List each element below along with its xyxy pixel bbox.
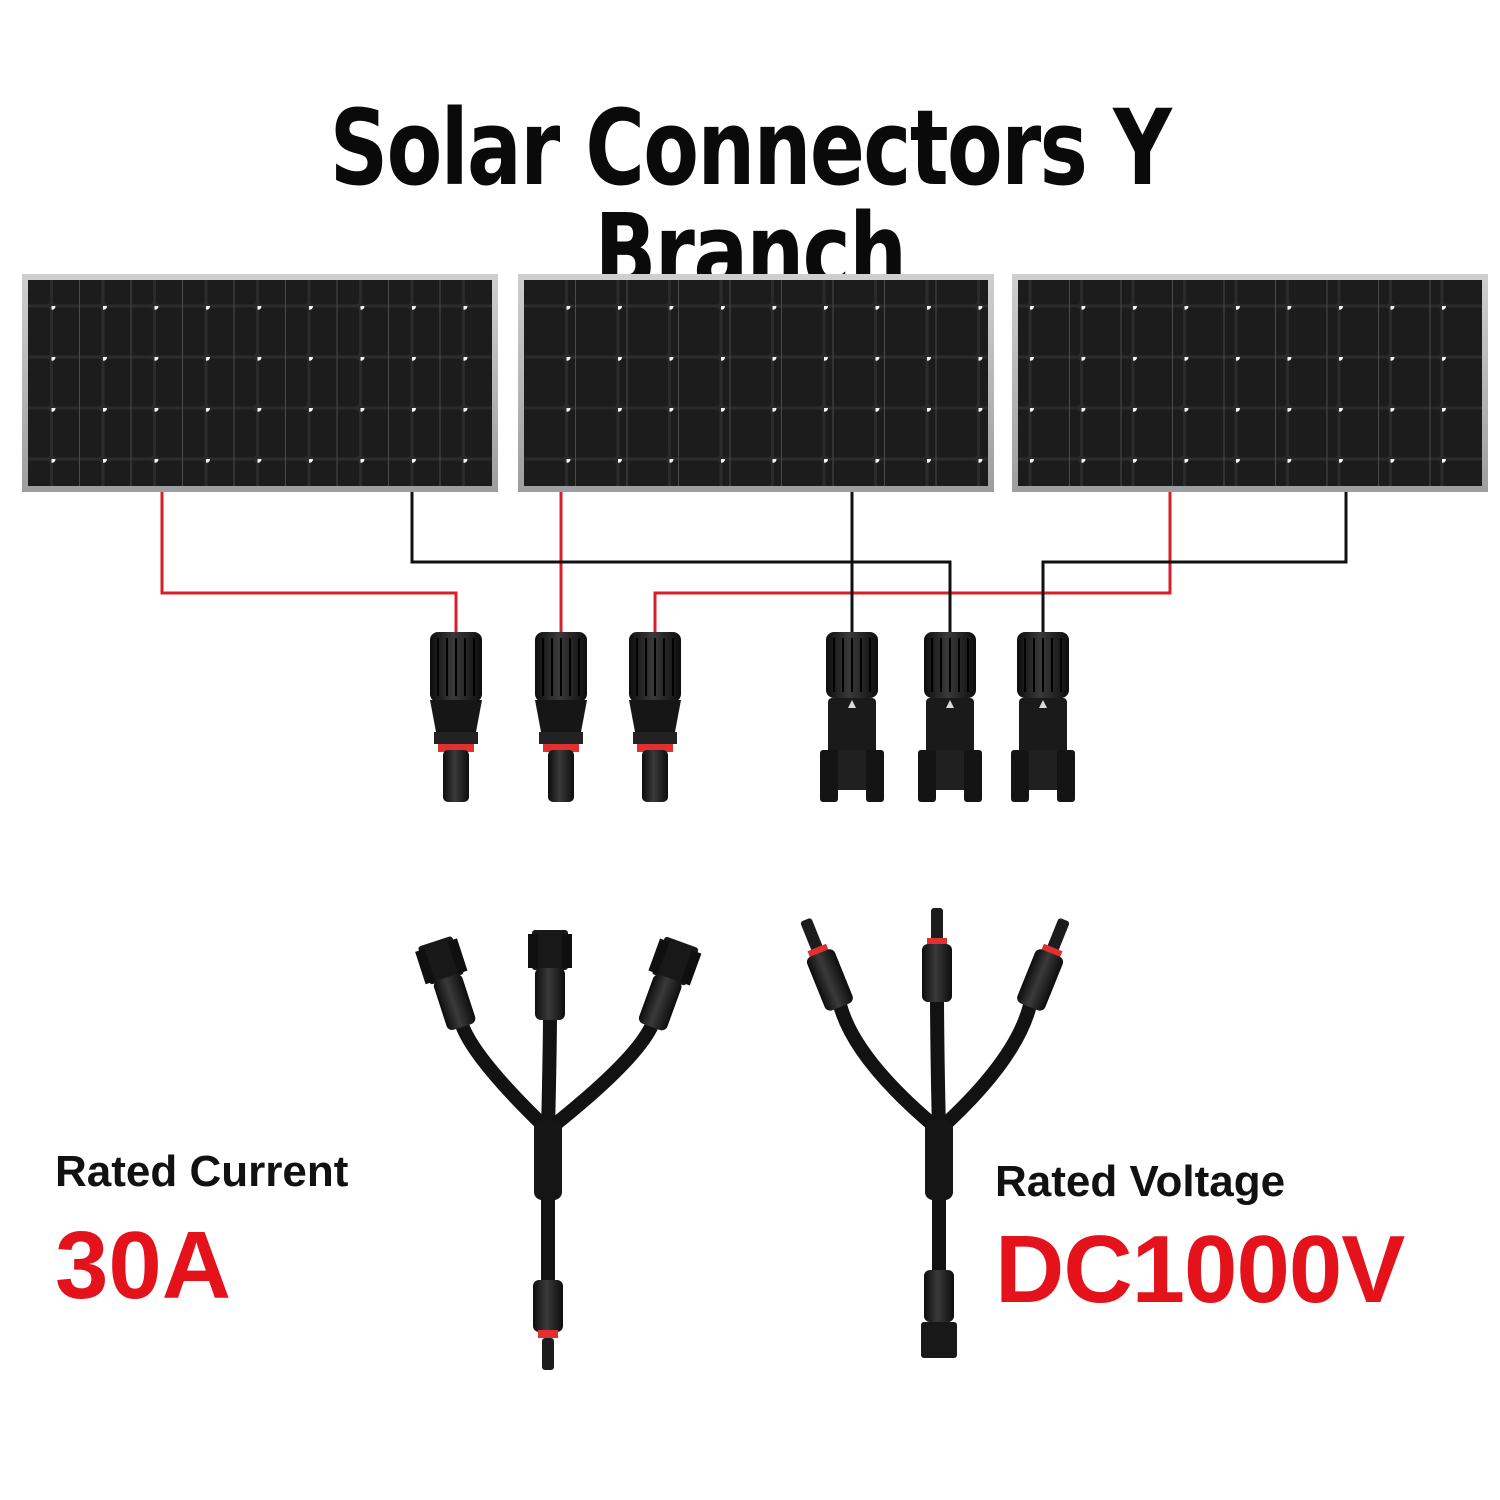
branch-female-connector <box>528 930 572 1020</box>
y-branch-cable-male <box>800 908 1070 1358</box>
male-connector <box>1011 632 1075 802</box>
male-connector <box>918 632 982 802</box>
cable-branch <box>541 1011 557 1137</box>
solar-panels <box>22 274 1488 492</box>
y-junction <box>925 1120 953 1200</box>
solar-panel-2 <box>518 274 994 492</box>
female-connector <box>629 632 681 802</box>
page-title: Solar Connectors Y Branch <box>329 87 1172 313</box>
branch-male-connector <box>1017 918 1070 1011</box>
rated-voltage-value: DC1000V <box>995 1216 1405 1323</box>
branch-female-connector <box>415 936 476 1030</box>
negative-wire <box>410 492 952 636</box>
cable-branch <box>541 1018 659 1137</box>
cable-branch <box>930 993 946 1137</box>
cable-branch <box>932 998 1037 1137</box>
y-junction <box>534 1120 562 1200</box>
branch-female-connector <box>638 936 702 1031</box>
solar-panel-3 <box>1012 274 1488 492</box>
negative-wire <box>1041 492 1348 636</box>
branch-male-connector <box>922 908 952 1002</box>
trunk-female-connector <box>921 1270 957 1358</box>
positive-wire <box>653 492 1172 636</box>
rated-current-value: 30A <box>55 1212 232 1319</box>
male-connector <box>820 632 884 802</box>
y-branch-cables <box>415 908 1070 1370</box>
female-connector <box>535 632 587 802</box>
mc4-connectors <box>430 632 1075 802</box>
trunk-male-connector <box>533 1280 563 1370</box>
positive-wire <box>160 492 458 636</box>
solar-panel-1 <box>22 274 498 492</box>
female-connector <box>430 632 482 802</box>
y-branch-cable-female <box>415 930 702 1370</box>
wiring <box>160 492 1348 636</box>
cable-branch <box>455 1018 555 1137</box>
branch-male-connector <box>800 918 853 1011</box>
rated-current-label: Rated Current <box>55 1147 349 1196</box>
rated-voltage-label: Rated Voltage <box>995 1157 1286 1206</box>
cable-branch <box>833 998 946 1137</box>
